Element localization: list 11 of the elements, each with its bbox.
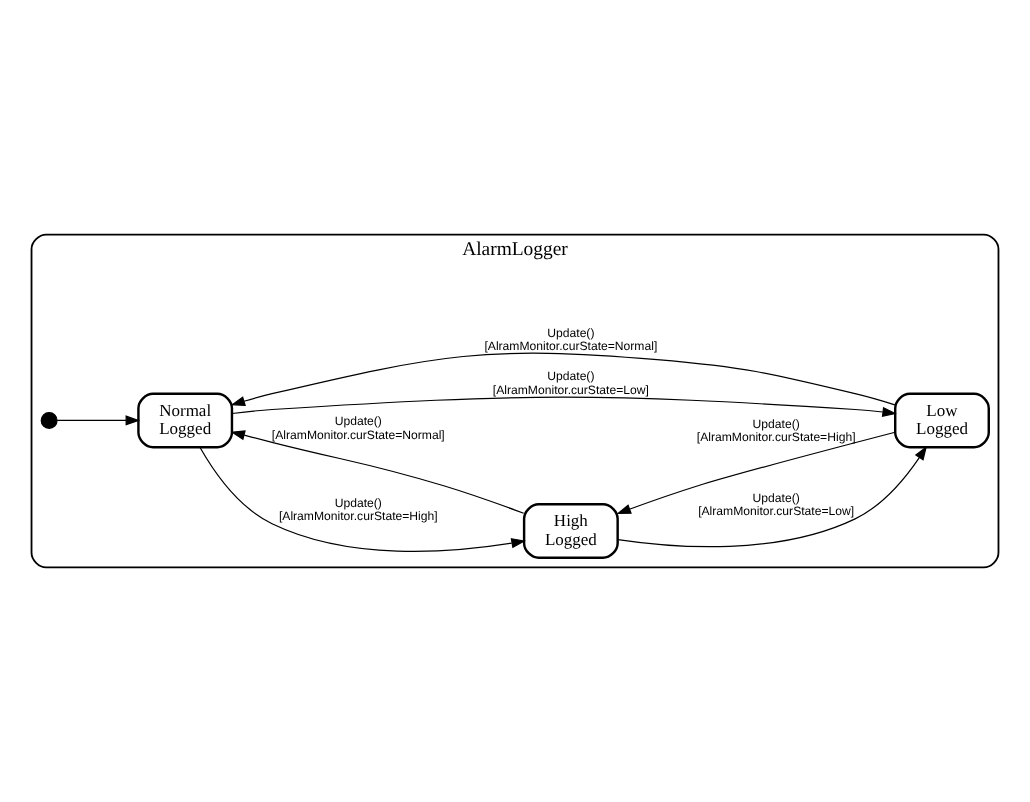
arrow <box>56 415 141 426</box>
arrow <box>231 396 897 418</box>
node-box: Normal Logged <box>137 392 234 449</box>
arrow <box>199 446 526 552</box>
node-box: High Logged <box>522 503 619 559</box>
arrow <box>230 352 896 406</box>
arrow <box>230 430 525 514</box>
arrow <box>616 431 896 515</box>
node-circle <box>40 411 58 429</box>
node-box: Low Logged <box>894 392 990 449</box>
arrow <box>617 445 928 548</box>
